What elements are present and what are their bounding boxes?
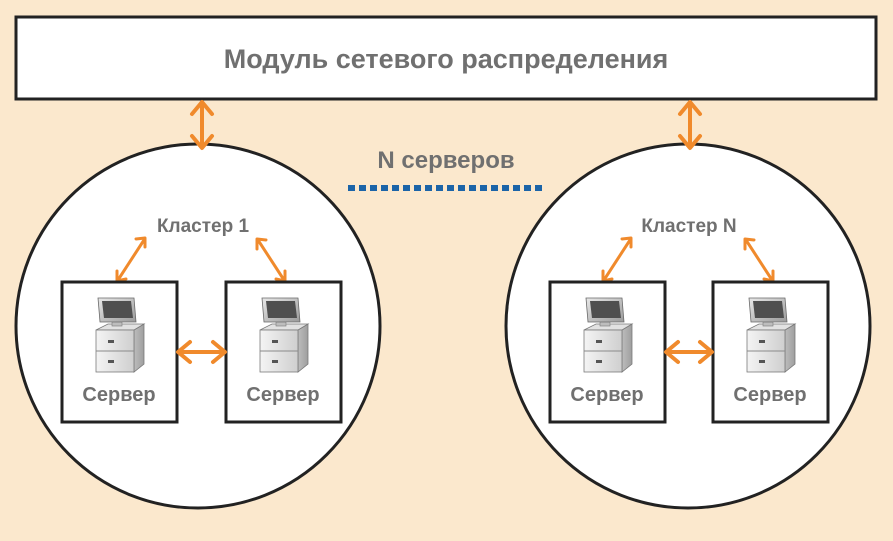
server-label: Сервер — [733, 384, 806, 406]
cluster-n-server-2: Сервер — [711, 280, 830, 424]
module-title: Модуль сетевого распределения — [224, 44, 669, 74]
cluster-1-server-1: Сервер — [60, 280, 179, 424]
server-label: Сервер — [82, 384, 155, 406]
network-distribution-module — [14, 15, 878, 101]
module-cluster-1-arrow — [190, 100, 214, 150]
cluster-1-server-2: Сервер — [224, 280, 343, 424]
cluster-1-server-link-arrow — [176, 340, 227, 364]
server-label: Сервер — [570, 384, 643, 406]
cluster-n-server-1: Сервер — [548, 280, 667, 424]
n-servers-label: N серверов — [377, 147, 514, 174]
cluster-n-label: Кластер N — [641, 216, 736, 237]
server-label: Сервер — [246, 384, 319, 406]
module-cluster-n-arrow — [678, 100, 702, 150]
cluster-n-server-link-arrow — [664, 340, 714, 364]
cluster-1-label: Кластер 1 — [157, 216, 250, 237]
